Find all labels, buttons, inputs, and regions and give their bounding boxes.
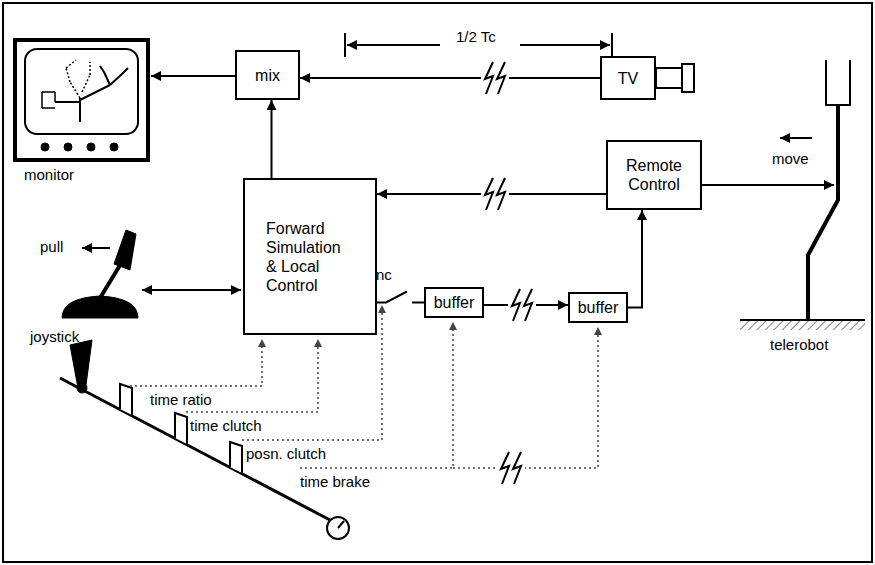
- link-break-symbol: [481, 178, 509, 210]
- link-break-symbol: [497, 452, 525, 484]
- camera-lens: [656, 64, 694, 92]
- device-label: joystick: [30, 328, 79, 345]
- device-label: monitor: [24, 166, 74, 183]
- text-group: mix: [255, 66, 280, 85]
- box-text: Forward Simulation & Local Control: [266, 219, 354, 295]
- box-text: mix: [255, 66, 280, 85]
- remote-control-box: Remote Control: [606, 140, 702, 210]
- control-label: posn. clutch: [246, 445, 326, 462]
- control-lever: [60, 340, 349, 539]
- box-text: TV: [618, 69, 638, 88]
- device-label: telerobot: [770, 336, 828, 353]
- switch-label: nc: [376, 266, 392, 283]
- simulation-box: Forward Simulation & Local Control: [243, 178, 377, 335]
- link-break-symbol: [481, 62, 509, 94]
- text-group: TV: [618, 69, 638, 88]
- camera-box: TV: [600, 56, 656, 100]
- delay-label: 1/2 Tc: [452, 28, 500, 45]
- signal-connector: [300, 77, 600, 79]
- frame: [3, 3, 872, 562]
- buffer-box: buffer: [568, 292, 628, 323]
- telerobot-icon: [740, 60, 865, 330]
- mixer-box: mix: [235, 50, 300, 100]
- signal-connector: [628, 210, 642, 308]
- monitor-icon: [15, 40, 148, 160]
- signal-connector: [377, 292, 424, 303]
- buffer-box: buffer: [424, 287, 484, 318]
- signal-connector: [271, 100, 273, 178]
- text-group: buffer: [578, 298, 619, 317]
- control-label: time ratio: [150, 391, 212, 408]
- motion-label: pull: [40, 238, 63, 255]
- control-label: time clutch: [190, 417, 262, 434]
- link-break-symbol: [508, 289, 536, 321]
- motion-label: move: [772, 150, 809, 167]
- control-label: time brake: [300, 473, 370, 490]
- command-wire: [700, 184, 834, 186]
- video-wire: [151, 75, 235, 77]
- joystick-wire: [142, 289, 241, 291]
- text-group: Remote Control: [614, 156, 694, 194]
- text-group: Forward Simulation & Local Control: [266, 219, 354, 295]
- box-text: Remote Control: [614, 156, 694, 194]
- text-group: buffer: [434, 293, 475, 312]
- box-text: buffer: [578, 298, 619, 317]
- joystick-icon: [62, 230, 138, 318]
- box-text: buffer: [434, 293, 475, 312]
